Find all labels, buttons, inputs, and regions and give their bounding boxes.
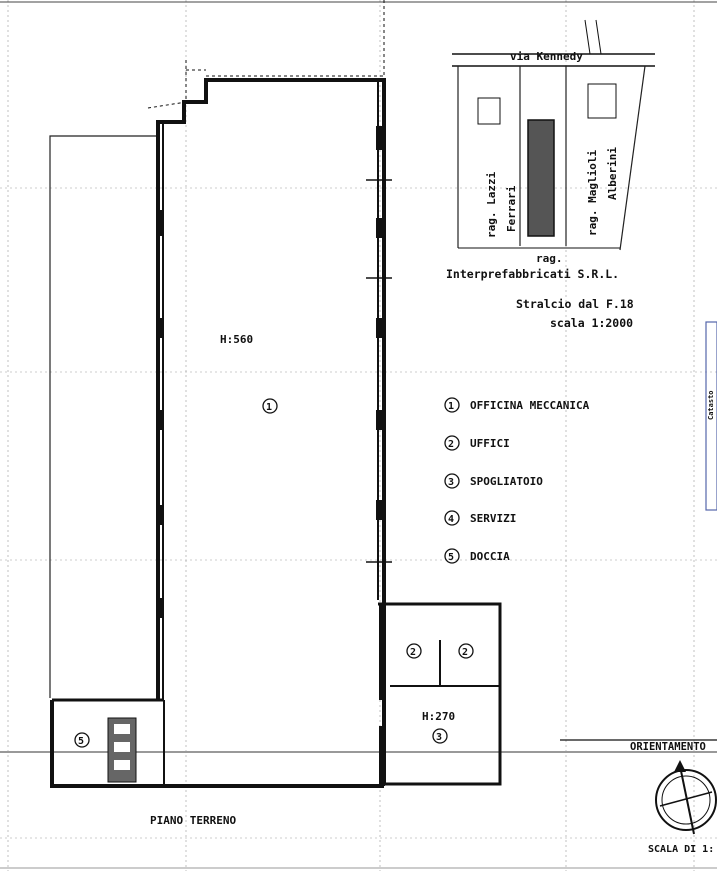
compass-icon: ORIENTAMENTO SCALA DI 1: (560, 739, 717, 855)
main-room-number: 1 (266, 402, 272, 413)
owner-left-2: Ferrari (505, 185, 518, 232)
owner-right-1: rag. Maglioli (586, 150, 599, 236)
legend-label: UFFICI (470, 437, 510, 450)
legend-label: SERVIZI (470, 512, 516, 525)
scale-label: SCALA DI 1: (648, 844, 714, 855)
legend-number: 5 (448, 552, 454, 563)
site-map: via Kennedy rag. Lazzi Ferrari rag. Magl… (446, 19, 655, 330)
legend-number: 2 (448, 439, 454, 450)
office-height-label: H:270 (422, 710, 455, 723)
legend-label: DOCCIA (470, 550, 510, 563)
legend-item: 2 UFFICI (444, 435, 510, 451)
side-tab: Catasto (705, 321, 717, 511)
office-left-room-number: 2 (410, 647, 416, 658)
legend-item: 3 SPOGLIATOIO (444, 473, 543, 489)
owner-left-1: rag. Lazzi (485, 171, 498, 238)
side-tab-label: Catasto (707, 390, 715, 420)
company-name: Interprefabbricati S.R.L. (446, 267, 619, 281)
highlighted-parcel (527, 119, 555, 237)
room-labels: H:560 1 2 2 H:270 3 5 PIANO TERRENO (74, 333, 474, 827)
office-right-room-number: 2 (462, 647, 468, 658)
small-room-number: 5 (78, 736, 84, 747)
legend-number: 1 (448, 401, 454, 412)
legend: 1 OFFICINA MECCANICA 2 UFFICI 3 SPOGLIAT… (444, 397, 590, 564)
map-scale: scala 1:2000 (550, 316, 633, 330)
legend-label: OFFICINA MECCANICA (470, 399, 590, 412)
street-name: via Kennedy (510, 50, 583, 63)
owner-right-2: Alberini (606, 147, 619, 200)
building-outline (49, 0, 502, 788)
office-room-number: 3 (436, 732, 442, 743)
legend-number: 3 (448, 477, 454, 488)
legend-item: 1 OFFICINA MECCANICA (444, 397, 590, 413)
legend-label: SPOGLIATOIO (470, 475, 543, 488)
legend-item: 4 SERVIZI (444, 510, 516, 526)
orientation-label: ORIENTAMENTO (630, 741, 706, 753)
main-height-label: H:560 (220, 333, 253, 346)
floor-label: PIANO TERRENO (150, 814, 236, 827)
map-extract: Stralcio dal F.18 (516, 297, 634, 311)
owner-bottom: rag. (536, 252, 563, 265)
legend-item: 5 DOCCIA (444, 548, 510, 564)
legend-number: 4 (448, 514, 454, 525)
